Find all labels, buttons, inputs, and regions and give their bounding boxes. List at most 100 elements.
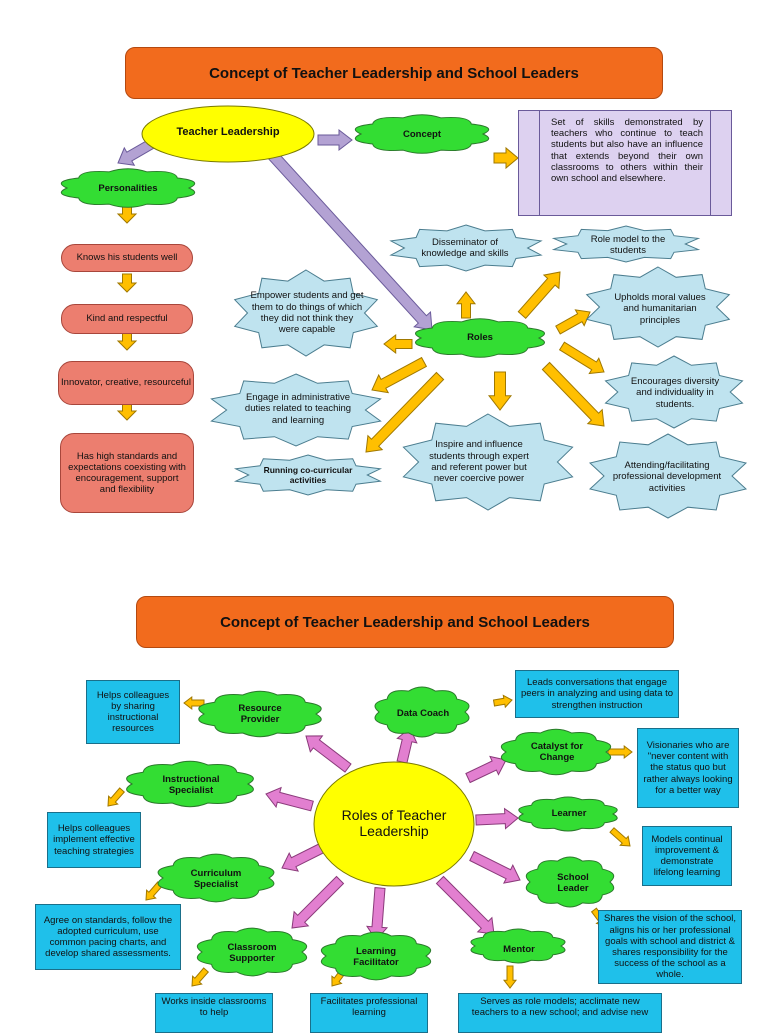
teacher-leadership-oval bbox=[141, 105, 315, 163]
role-cloud-label: Classroom Supporter bbox=[227, 941, 277, 964]
role-star bbox=[233, 454, 383, 496]
concept-definition-box: Set of skills demonstrated by teachers w… bbox=[518, 110, 732, 216]
role-cloud bbox=[500, 728, 612, 776]
arrow-roles-running bbox=[365, 371, 445, 453]
role-star-label: Role model to the students bbox=[590, 233, 666, 256]
arrow-roles-right bbox=[555, 309, 591, 335]
orange-arrow bbox=[145, 881, 164, 901]
role-description-box: Leads conversations that engage peers in… bbox=[515, 670, 679, 718]
role-cloud bbox=[126, 760, 254, 808]
role-cloud-label: Curriculum Specialist bbox=[190, 867, 242, 890]
orange-arrow bbox=[492, 694, 513, 709]
arrow-roles-down bbox=[487, 371, 513, 411]
role-description-box: Facilitates professional learning bbox=[310, 993, 428, 1033]
role-star bbox=[551, 225, 701, 263]
trait-pill: Has high standards and expectations coex… bbox=[60, 433, 194, 513]
personalities-cloud-label: Personalities bbox=[98, 183, 158, 195]
role-cloud-label: Learner bbox=[551, 808, 587, 820]
arrow-roles-upright bbox=[517, 271, 561, 320]
role-star-label: Upholds moral values and humanitarian pr… bbox=[614, 291, 706, 326]
top-arrows bbox=[116, 128, 605, 453]
role-star-label: Empower students and get them to do thin… bbox=[250, 290, 364, 336]
pink-arrow bbox=[291, 875, 345, 929]
bottom-banner-title: Concept of Teacher Leadership and School… bbox=[220, 613, 590, 631]
personalities-cloud bbox=[60, 168, 196, 208]
pink-arrow bbox=[281, 842, 325, 872]
role-star-label: Disseminator of knowledge and skills bbox=[421, 236, 509, 259]
pink-arrow bbox=[475, 807, 519, 830]
arrow-down bbox=[116, 273, 138, 293]
top-banner: Concept of Teacher Leadership and School… bbox=[125, 47, 663, 99]
role-star bbox=[604, 355, 744, 429]
orange-arrow bbox=[191, 967, 210, 987]
role-star bbox=[389, 224, 543, 272]
role-star-label: Engage in administrative duties related … bbox=[244, 391, 352, 426]
role-star bbox=[233, 269, 379, 357]
role-cloud bbox=[196, 927, 308, 977]
pink-arrow bbox=[469, 850, 521, 884]
teacher-leadership-label: Teacher Leadership bbox=[176, 126, 280, 139]
role-star-label: Running co-curricular activities bbox=[263, 464, 353, 485]
role-cloud-label: Mentor bbox=[503, 944, 535, 956]
trait-pill: Innovator, creative, resourceful bbox=[58, 361, 194, 405]
arrow-to-concept-box bbox=[493, 146, 519, 170]
top-banner-title: Concept of Teacher Leadership and School… bbox=[209, 64, 579, 82]
trait-pill: Knows his students well bbox=[61, 244, 193, 272]
role-description-box: Works inside classrooms to help bbox=[155, 993, 273, 1033]
roles-cloud bbox=[415, 318, 545, 358]
role-cloud-label: School Leader bbox=[557, 871, 589, 894]
role-star-label: Attending/facilitating professional deve… bbox=[612, 459, 722, 494]
orange-arrow bbox=[609, 827, 631, 847]
role-star bbox=[210, 373, 382, 447]
role-star bbox=[402, 413, 574, 511]
role-cloud bbox=[198, 690, 322, 738]
role-cloud-label: Catalyst for Change bbox=[530, 740, 584, 763]
role-cloud bbox=[374, 686, 470, 738]
pink-arrow bbox=[265, 786, 314, 812]
bottom-banner: Concept of Teacher Leadership and School… bbox=[136, 596, 674, 648]
orange-arrow bbox=[607, 744, 633, 760]
role-cloud-label: Instructional Specialist bbox=[162, 773, 220, 796]
arrow-to-roles bbox=[263, 145, 433, 331]
arrow-roles-left bbox=[383, 333, 413, 355]
orange-arrow bbox=[502, 965, 518, 989]
role-description-box: Visionaries who are "never content with … bbox=[637, 728, 739, 808]
pink-arrow bbox=[465, 755, 507, 784]
roles-center-oval bbox=[313, 761, 475, 887]
pink-arrow bbox=[305, 735, 352, 773]
role-cloud bbox=[320, 931, 432, 981]
role-cloud bbox=[518, 796, 618, 832]
role-cloud-label: Resource Provider bbox=[238, 702, 282, 725]
arrow-roles-lowright bbox=[558, 341, 605, 375]
role-description-box: Helps colleagues implement effective tea… bbox=[47, 812, 141, 868]
concept-cloud-label: Concept bbox=[403, 129, 441, 141]
trait-pill: Kind and respectful bbox=[61, 304, 193, 334]
role-star bbox=[585, 266, 731, 348]
pink-arrow bbox=[435, 875, 495, 935]
role-cloud-label: Data Coach bbox=[396, 708, 450, 720]
roles-center-label: Roles of Teacher Leadership bbox=[341, 806, 447, 839]
role-description-box: Models continual improvement & demonstra… bbox=[642, 826, 732, 886]
arrow-roles-lowerleft bbox=[371, 356, 428, 394]
roles-cloud-label: Roles bbox=[467, 332, 493, 344]
bottom-shapes bbox=[126, 686, 618, 981]
role-description-box: Shares the vision of the school, aligns … bbox=[598, 910, 742, 984]
concept-cloud bbox=[354, 114, 490, 154]
role-star bbox=[588, 433, 748, 519]
arrow-to-concept bbox=[317, 128, 353, 152]
role-star-label: Inspire and influence students through e… bbox=[429, 439, 529, 485]
role-description-box: Agree on standards, follow the adopted c… bbox=[35, 904, 181, 970]
top-shapes bbox=[60, 105, 748, 519]
role-cloud-label: Learning Facilitator bbox=[353, 945, 399, 968]
role-cloud bbox=[157, 853, 275, 903]
bottom-arrows bbox=[107, 694, 633, 989]
role-description-box: Serves as role models; acclimate new tea… bbox=[458, 993, 662, 1033]
arrow-roles-attending bbox=[541, 361, 605, 427]
role-description-box: Helps colleagues by sharing instructiona… bbox=[86, 680, 180, 744]
role-cloud bbox=[525, 856, 615, 908]
role-cloud bbox=[470, 928, 566, 964]
orange-arrow bbox=[107, 787, 126, 807]
arrow-roles-up bbox=[455, 291, 477, 319]
role-star-label: Encourages diversity and individuality i… bbox=[630, 375, 720, 410]
